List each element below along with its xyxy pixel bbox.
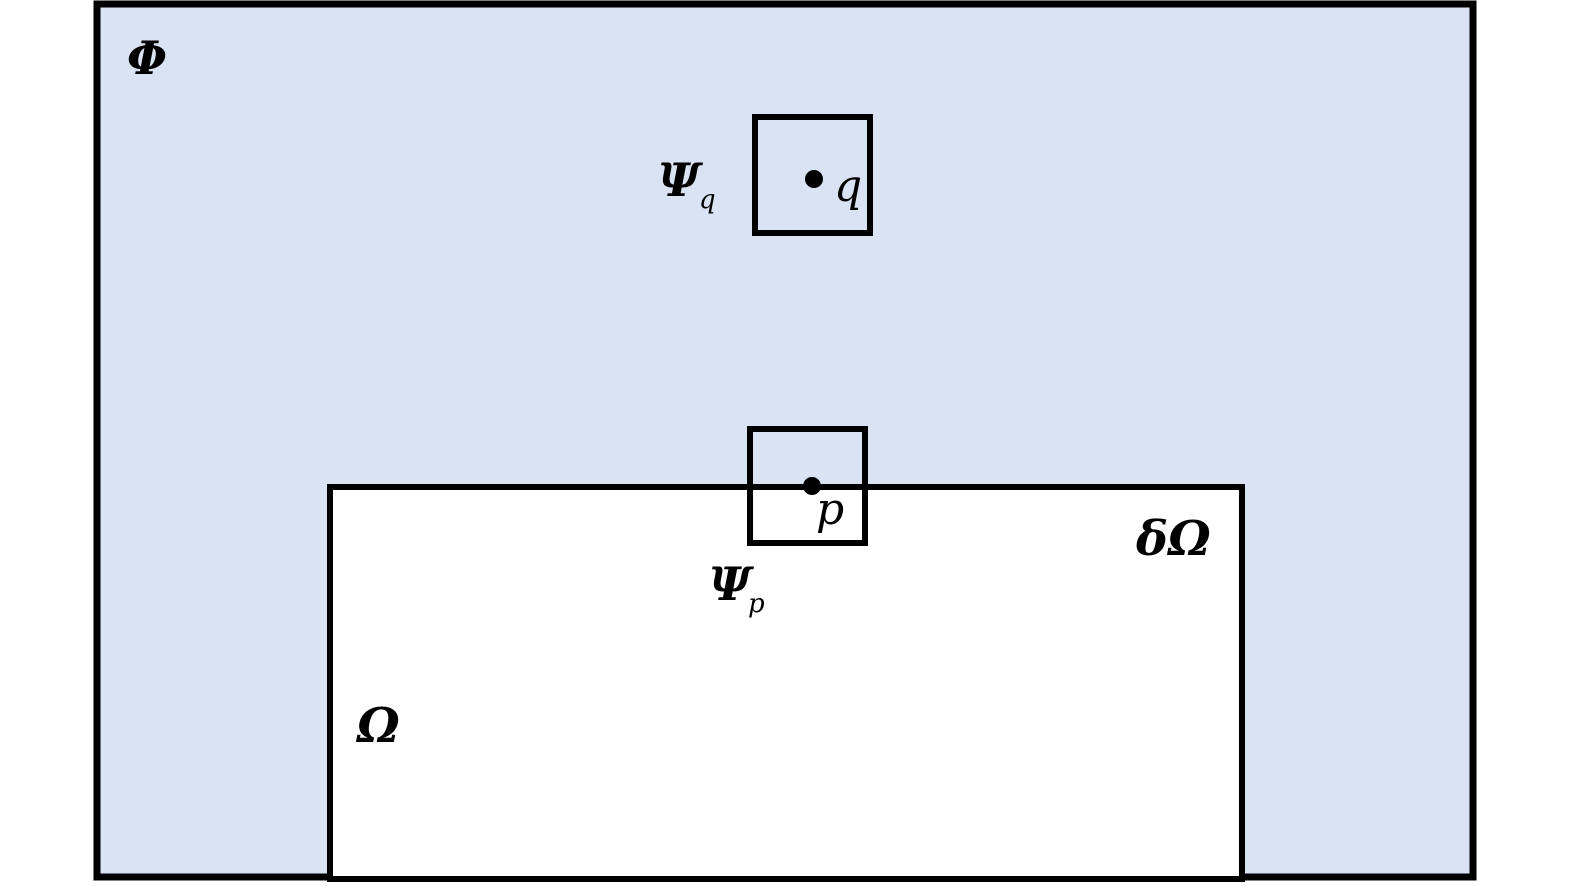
psi-p-subscript: p [748, 589, 765, 619]
psi-q-box [752, 114, 873, 236]
psi-q-subscript: q [699, 185, 716, 215]
point-p-dot [803, 477, 821, 495]
psi-p-box [747, 426, 868, 546]
omega-region [327, 484, 1245, 882]
omega-label: Ω [355, 698, 400, 754]
boundary-label: δΩ [1135, 511, 1211, 567]
phi-label: Φ [127, 31, 167, 85]
point-p-label: p [816, 484, 844, 535]
point-q-dot [805, 170, 823, 188]
psi-p-label: Ψ [709, 557, 754, 611]
psi-q-label: Ψ [658, 153, 703, 207]
point-q-label: q [834, 161, 862, 212]
